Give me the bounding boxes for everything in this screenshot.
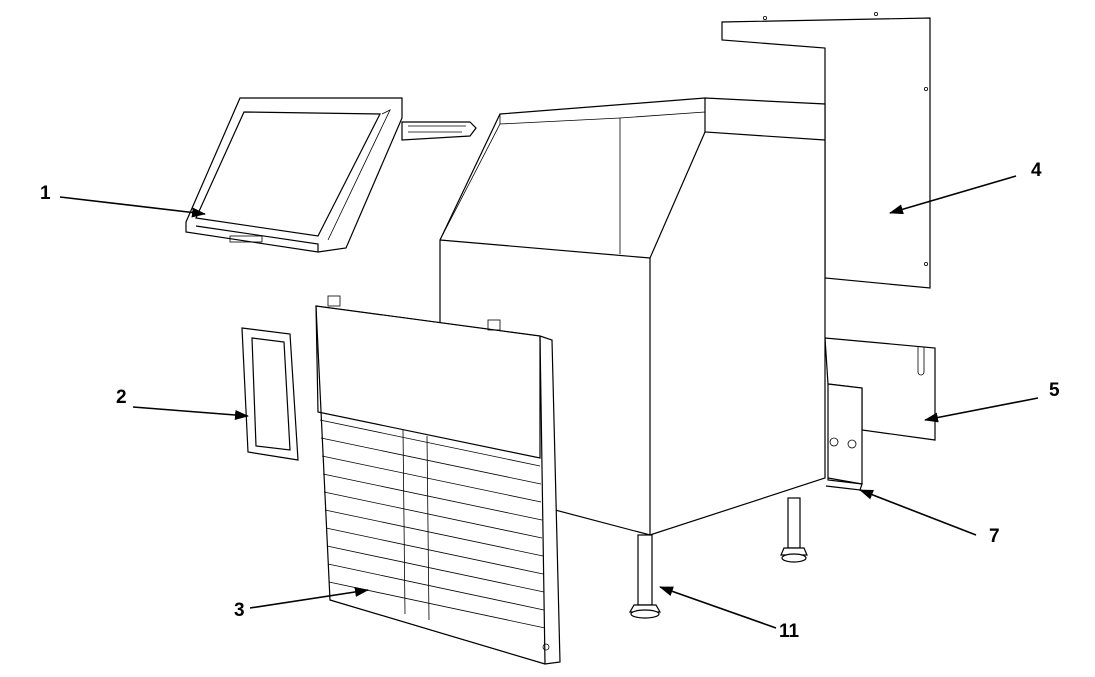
- arrow-5: [924, 397, 1039, 423]
- arrow-7: [859, 489, 977, 536]
- callout-label-7: 7: [989, 526, 1000, 547]
- arrow-1: [59, 196, 206, 218]
- callout-arrows: [59, 175, 1039, 629]
- callout-label-4: 4: [1031, 160, 1042, 181]
- part-rear-bracket: [825, 383, 863, 491]
- arrow-11: [659, 586, 777, 629]
- arrow-2: [132, 406, 249, 420]
- callout-label-1: 1: [40, 183, 51, 204]
- callout-label-11: 11: [779, 621, 800, 642]
- arrow-4: [889, 175, 1017, 215]
- callout-label-5: 5: [1049, 380, 1060, 401]
- part-filter-panel: [241, 327, 299, 461]
- callout-labels: 1 2 3 4 5 7 11: [40, 160, 1060, 642]
- callout-label-3: 3: [234, 600, 245, 621]
- arrow-3: [249, 587, 369, 609]
- callout-label-2: 2: [116, 387, 127, 408]
- part-front-grille: [315, 295, 561, 665]
- part-top-lid: [185, 97, 477, 253]
- part-legs: [628, 497, 808, 619]
